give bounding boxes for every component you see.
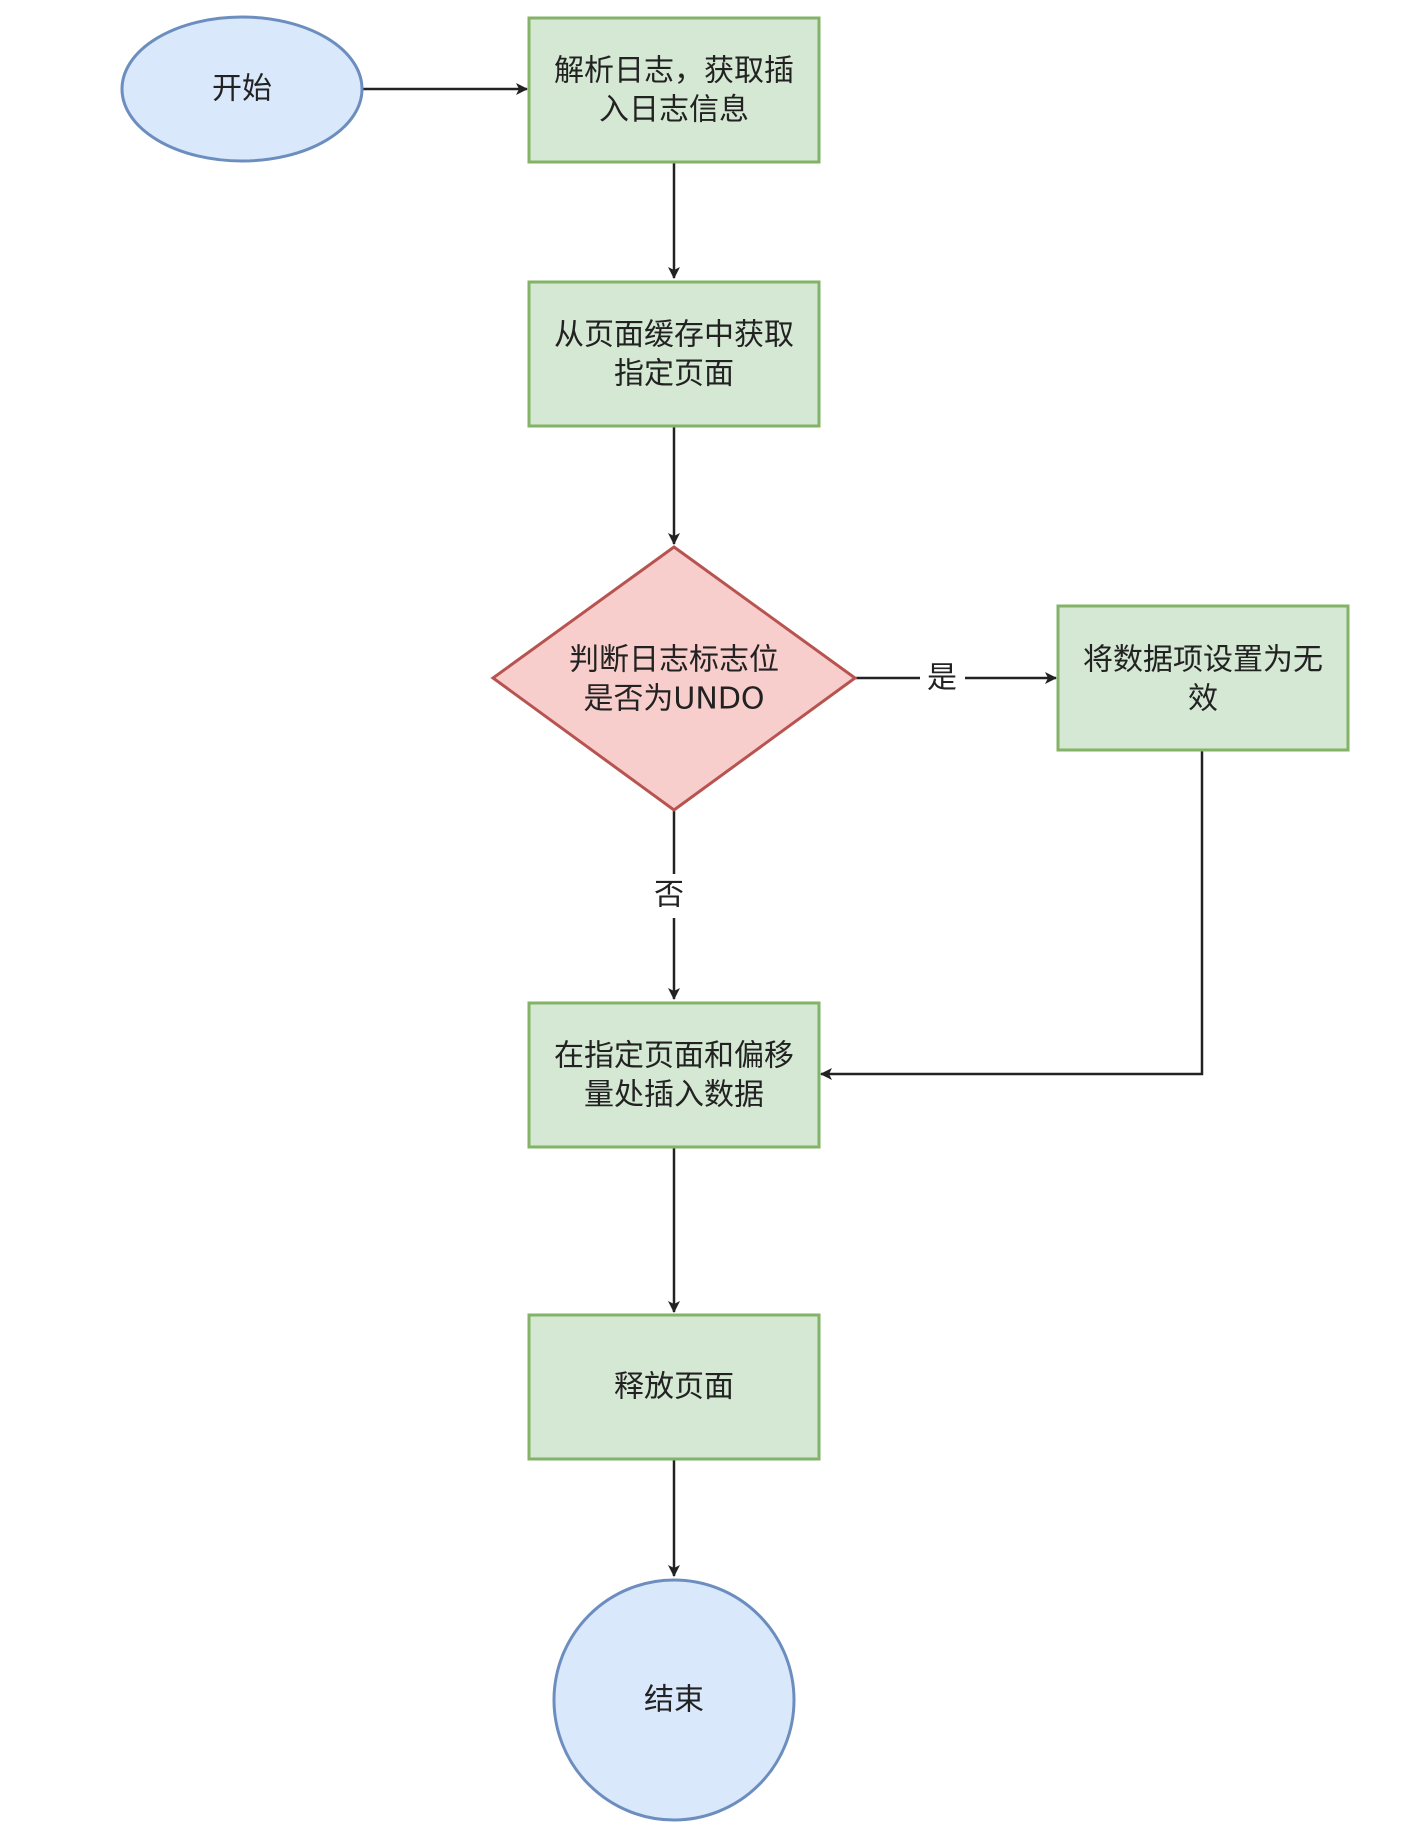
- set-invalid-box: [1056, 604, 1350, 752]
- edge-label-yes: 是: [927, 661, 957, 696]
- node-get-page: 从页面缓存中获取 指定页面: [527, 280, 821, 428]
- parse-log-box: [527, 16, 821, 164]
- end-circle: [552, 1578, 796, 1822]
- check-undo-label-line1: 判断日志标志位: [569, 643, 779, 678]
- parse-log-label-line2: 入日志信息: [599, 93, 749, 128]
- insert-data-label-line2: 量处插入数据: [584, 1078, 764, 1113]
- node-parse-log: 解析日志，获取插 入日志信息: [527, 16, 821, 164]
- node-release-page: 释放页面: [527, 1313, 821, 1461]
- node-set-invalid: 将数据项设置为无 效: [1056, 604, 1350, 752]
- edge-invalid-to-insert: [820, 751, 1204, 1080]
- set-invalid-label-line2: 效: [1188, 682, 1218, 717]
- edges: [363, 83, 1204, 1577]
- insert-data-label-line1: 在指定页面和偏移: [554, 1039, 794, 1074]
- get-page-label-line2: 指定页面: [614, 357, 734, 392]
- node-check-undo: 判断日志标志位 是否为UNDO: [490, 545, 858, 812]
- node-start: 开始: [120, 15, 364, 163]
- start-label: 开始: [212, 72, 272, 107]
- get-page-label-line1: 从页面缓存中获取: [554, 318, 794, 353]
- check-undo-label-line2: 是否为UNDO: [583, 682, 764, 717]
- edge-label-no: 否: [654, 878, 684, 913]
- insert-data-box: [527, 1001, 821, 1149]
- set-invalid-label-line1: 将数据项设置为无: [1083, 643, 1323, 678]
- end-label: 结束: [644, 1683, 704, 1718]
- release-page-box: [527, 1313, 821, 1461]
- release-page-label: 释放页面: [614, 1370, 734, 1405]
- get-page-box: [527, 280, 821, 428]
- node-insert-data: 在指定页面和偏移 量处插入数据: [527, 1001, 821, 1149]
- check-undo-diamond: [490, 545, 858, 812]
- start-ellipse: [120, 15, 364, 163]
- parse-log-label-line1: 解析日志，获取插: [554, 54, 794, 89]
- node-end: 结束: [552, 1578, 796, 1822]
